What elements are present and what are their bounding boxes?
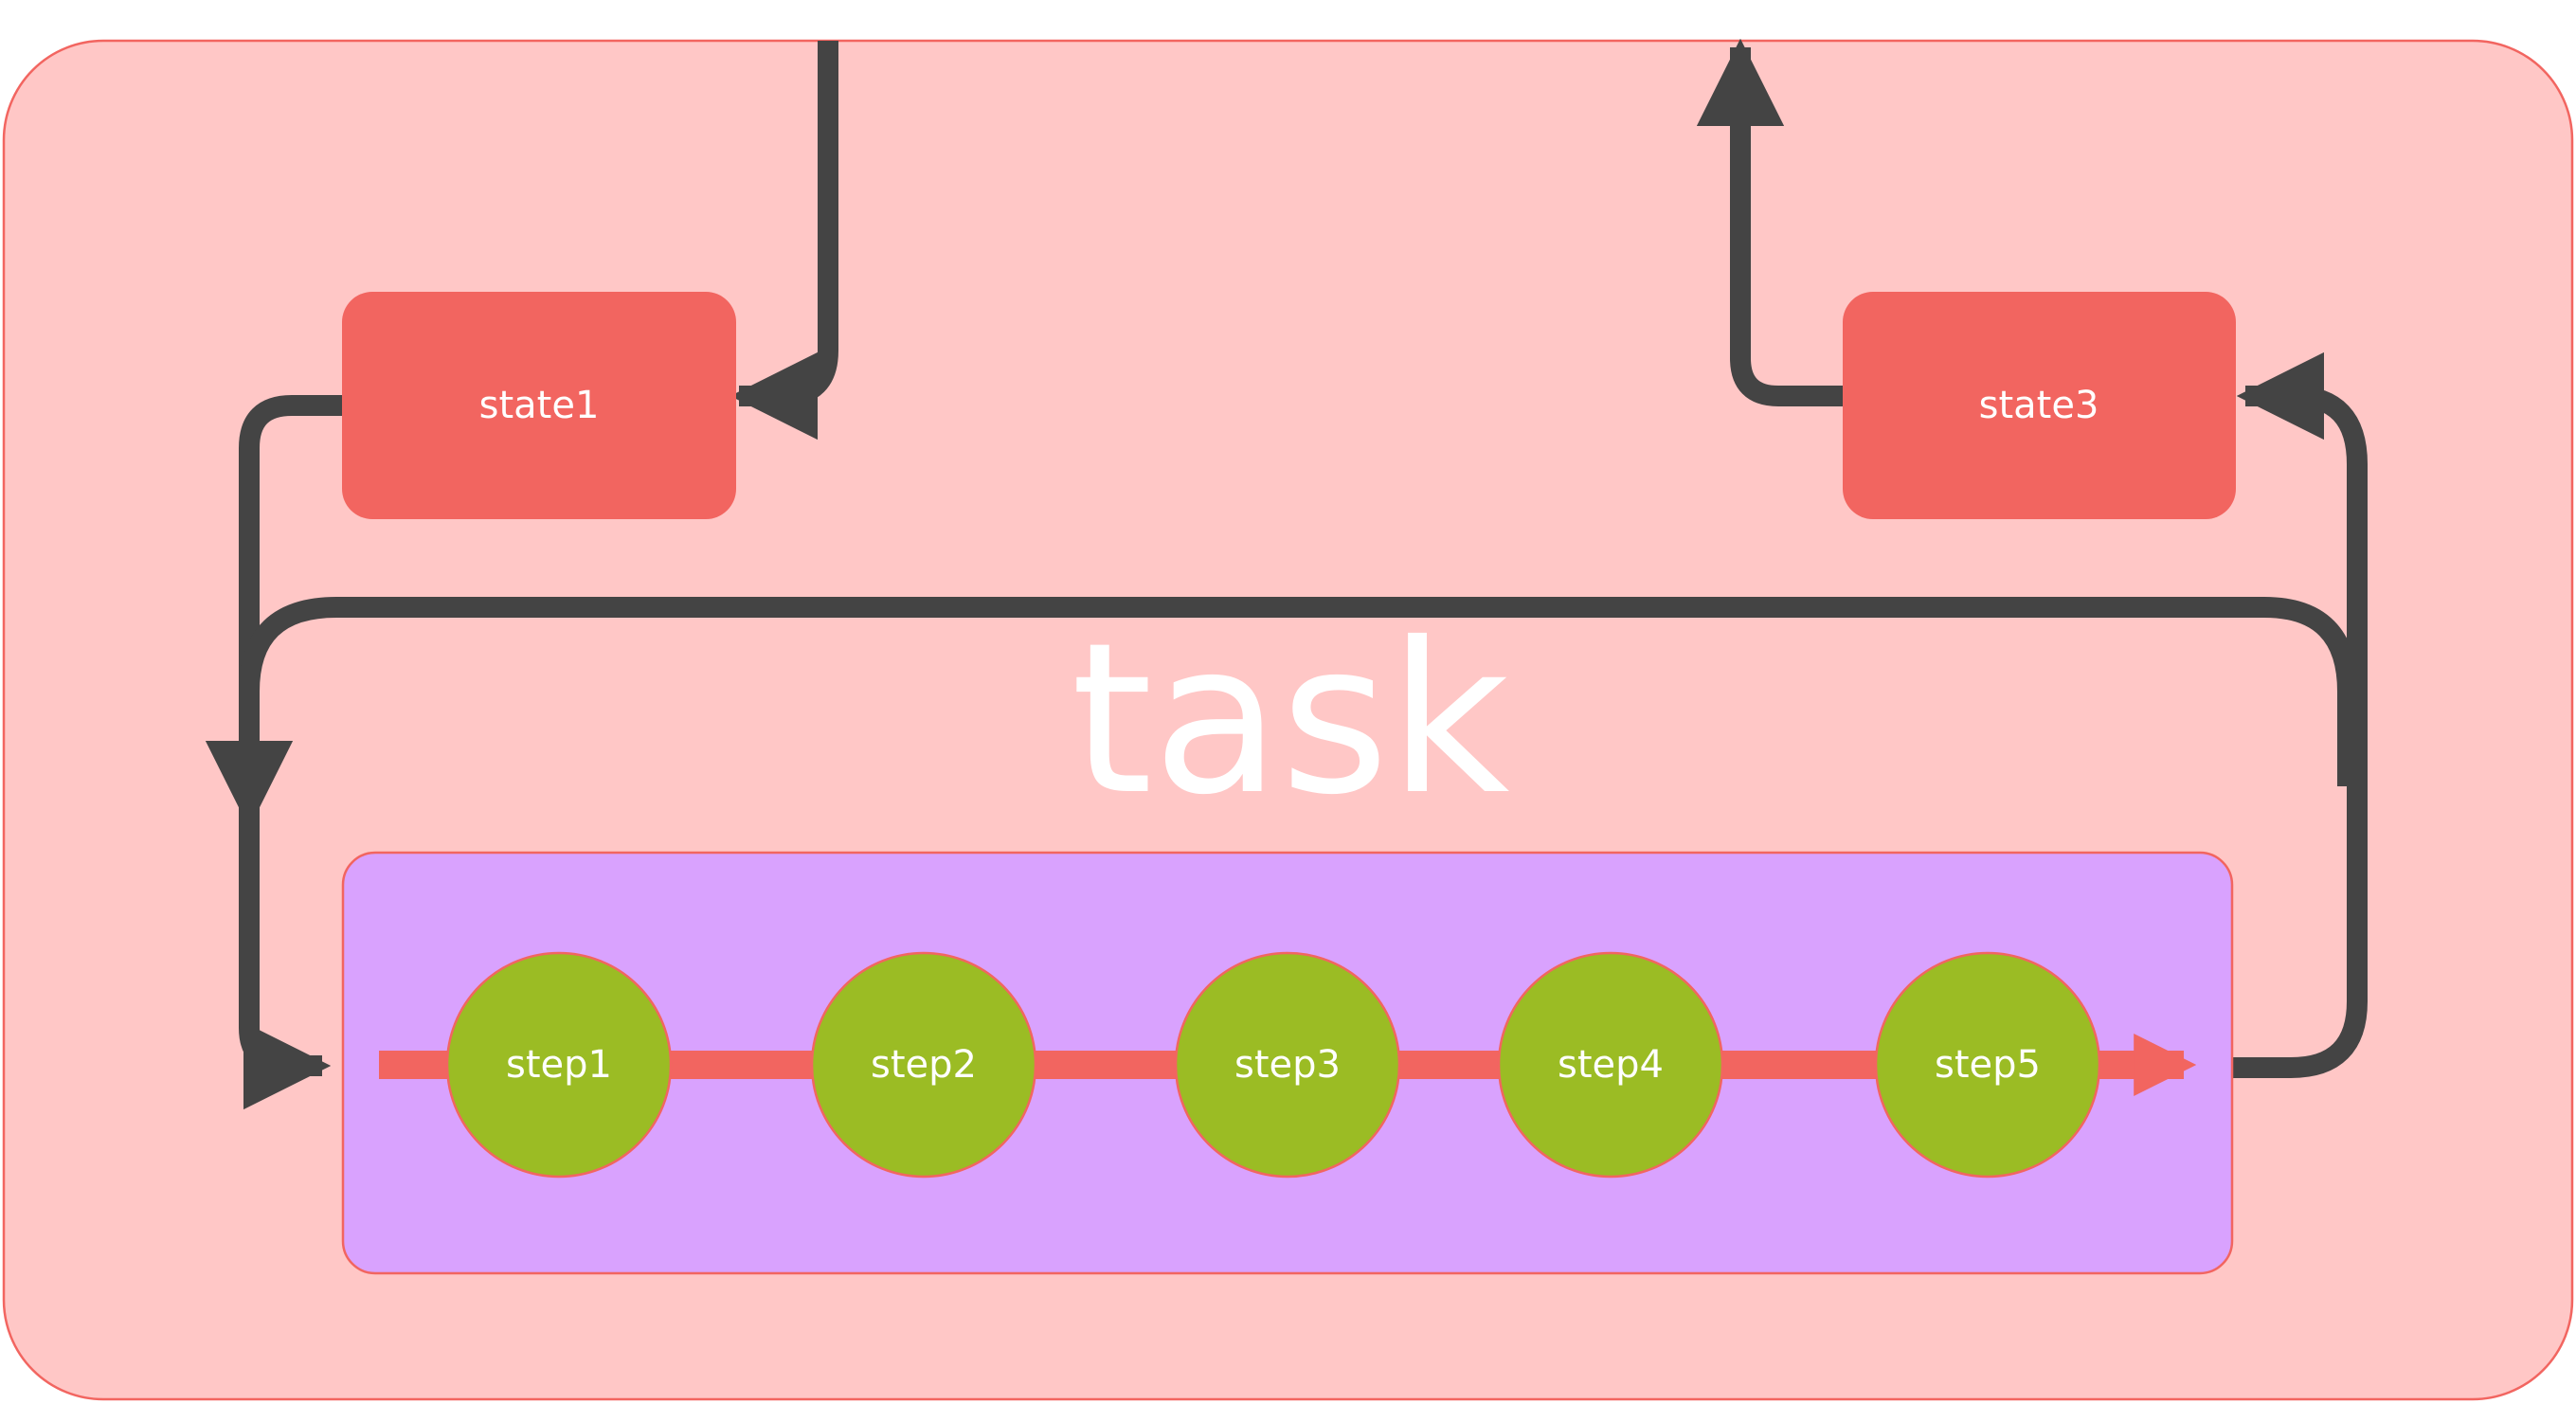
step3-node [1174,951,1401,1179]
entry-connector [730,41,838,441]
state3-label: state3 [1979,384,2099,427]
task-entry-connector [239,819,332,1110]
step1-label: step1 [506,1043,612,1087]
step4-node [1497,951,1724,1179]
task-exit-connector [2232,786,2368,1078]
task-label: task [1071,598,1509,840]
step3-label: step3 [1234,1043,1341,1087]
step4-label: step4 [1558,1043,1664,1087]
exit-connector [1696,38,1843,406]
task-to-state3-connector [2236,351,2368,786]
state1-to-task-connector [205,395,342,829]
task-loop-connector [239,597,2358,786]
state3-node [1843,292,2236,519]
step5-label: step5 [1935,1043,2041,1087]
step2-node [810,951,1037,1179]
step1-node [445,951,673,1179]
step2-label: step2 [871,1043,977,1087]
state1-node [342,292,736,519]
state1-label: state1 [479,384,600,427]
step5-node [1874,951,2101,1179]
